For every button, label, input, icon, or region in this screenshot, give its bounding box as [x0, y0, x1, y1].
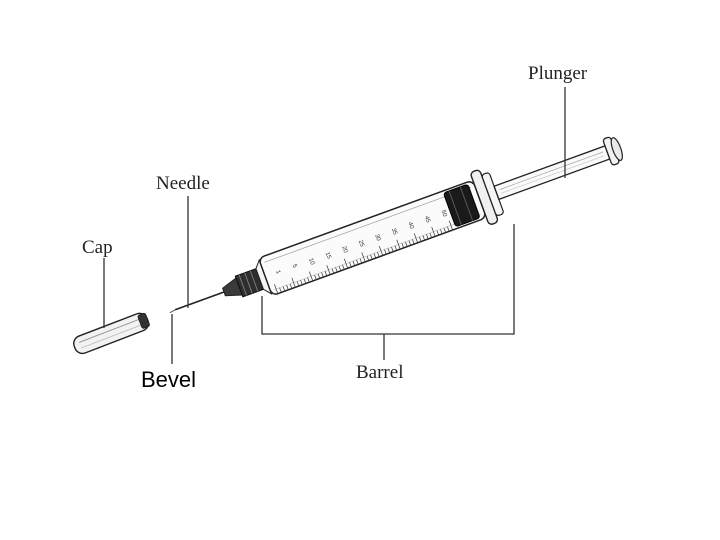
barrel-tick	[408, 240, 411, 246]
barrel-tick	[300, 279, 303, 285]
barrel-tick	[282, 286, 286, 292]
barrel-scale-number: 15	[324, 252, 332, 261]
needle-shaft	[174, 291, 225, 311]
barrel-scale-number: 5	[291, 264, 298, 270]
barrel-tick	[426, 234, 429, 240]
barrel-tick	[317, 273, 321, 279]
barrel-scale-number: 40	[406, 221, 414, 230]
barrel-tick	[431, 226, 436, 237]
barrel-tick	[412, 239, 415, 245]
cap-label: Cap	[82, 237, 113, 258]
barrel-tick	[391, 246, 394, 252]
barrel-tick	[448, 220, 453, 231]
barrel-tick	[296, 281, 300, 287]
finger-flange	[470, 169, 504, 225]
barrel-tick	[307, 277, 310, 283]
barrel-scale-number: 1	[274, 270, 281, 276]
barrel-tick	[289, 283, 293, 289]
barrel-tick	[303, 278, 307, 284]
barrel-tick	[377, 251, 380, 257]
barrel-tick	[384, 249, 387, 255]
barrel-scale-number: 25	[357, 240, 365, 249]
barrel-scale-number: 30	[373, 233, 381, 242]
barrel-tick	[342, 264, 345, 270]
barrel-tick	[274, 284, 279, 294]
barrel-tick	[378, 246, 384, 256]
barrel-tick	[401, 243, 404, 249]
barrel-tick	[366, 255, 370, 261]
barrel-tick	[321, 272, 324, 278]
needle-bevel-tip	[169, 309, 176, 314]
barrel-tick	[279, 287, 282, 293]
barrel-tick	[373, 253, 377, 259]
barrel-tick	[314, 274, 317, 280]
barrel-tick	[343, 258, 349, 269]
barrel-tick	[440, 229, 443, 235]
barrel-tick	[447, 226, 450, 232]
barrel-tick	[387, 248, 391, 254]
barrel-scale-ticks	[274, 220, 453, 294]
barrel-tick	[352, 260, 356, 266]
barrel-bracket	[261, 224, 515, 335]
barrel-tick	[338, 265, 342, 271]
barrel-scale-number: 20	[340, 246, 348, 255]
barrel-tick	[356, 259, 359, 265]
barrel-tick	[413, 233, 418, 243]
barrel-tick	[361, 252, 366, 263]
barrel-tick	[349, 262, 352, 268]
barrel-tick	[443, 227, 446, 233]
plunger-part	[493, 136, 623, 201]
barrel-tick	[370, 254, 373, 260]
barrel-tick	[422, 235, 425, 241]
barrel-scale-number: 45	[423, 215, 431, 224]
barrel-label: Barrel	[356, 362, 403, 383]
barrel-tick	[291, 277, 296, 288]
barrel-tick	[324, 271, 328, 277]
barrel-tick	[335, 267, 338, 273]
barrel-tick	[429, 232, 432, 238]
plunger-label: Plunger	[528, 63, 588, 84]
barrel-tick	[436, 230, 439, 236]
bevel-label: Bevel	[141, 367, 196, 392]
barrel-tick	[396, 239, 401, 250]
barrel-scale-number: 35	[390, 227, 398, 236]
needle-hub	[222, 258, 273, 298]
barrel-tick	[309, 271, 314, 282]
cap-part	[73, 312, 150, 355]
needle-label: Needle	[156, 173, 210, 194]
barrel-tick	[326, 265, 331, 275]
barrel-tick	[419, 236, 422, 242]
barrel-tick	[405, 241, 408, 247]
barrel-tick	[331, 268, 335, 274]
barrel-tick	[286, 285, 289, 290]
barrel-tick	[359, 258, 363, 264]
barrel-tick	[394, 245, 398, 251]
barrel-scale-number: 50	[439, 209, 447, 218]
barrel-scale-number: 10	[307, 258, 315, 267]
